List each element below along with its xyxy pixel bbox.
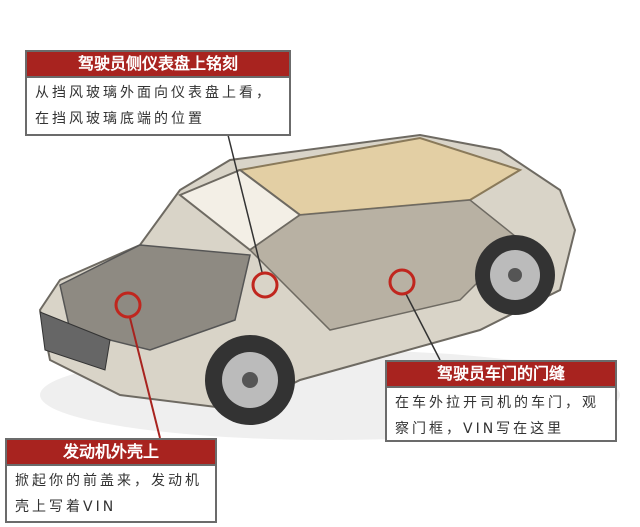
rear-wheel (475, 235, 555, 315)
callout-engine: 发动机外壳上 掀起你的前盖来，发动机壳上写着VIN (5, 438, 217, 523)
grille (39, 311, 111, 371)
callout-title: 驾驶员车门的门缝 (387, 362, 615, 388)
callout-body: 掀起你的前盖来，发动机壳上写着VIN (15, 473, 202, 515)
leader-line-door (405, 293, 441, 361)
callout-door: 驾驶员车门的门缝 在车外拉开司机的车门，观察门框，VIN写在这里 (385, 360, 617, 442)
leader-line-dashboard (227, 134, 263, 273)
callout-dashboard: 驾驶员侧仪表盘上铭刻 从挡风玻璃外面向仪表盘上看，在挡风玻璃底端的位置 (25, 50, 291, 136)
callout-title: 发动机外壳上 (7, 440, 215, 466)
vin-marker-dashboard (251, 271, 279, 299)
vin-marker-door (388, 268, 416, 296)
leader-line-engine (129, 317, 161, 439)
vin-marker-engine (114, 291, 142, 319)
callout-body: 在车外拉开司机的车门，观察门框，VIN写在这里 (395, 395, 599, 437)
callout-title: 驾驶员侧仪表盘上铭刻 (27, 52, 289, 78)
front-wheel (205, 335, 295, 425)
callout-body: 从挡风玻璃外面向仪表盘上看，在挡风玻璃底端的位置 (35, 85, 273, 127)
